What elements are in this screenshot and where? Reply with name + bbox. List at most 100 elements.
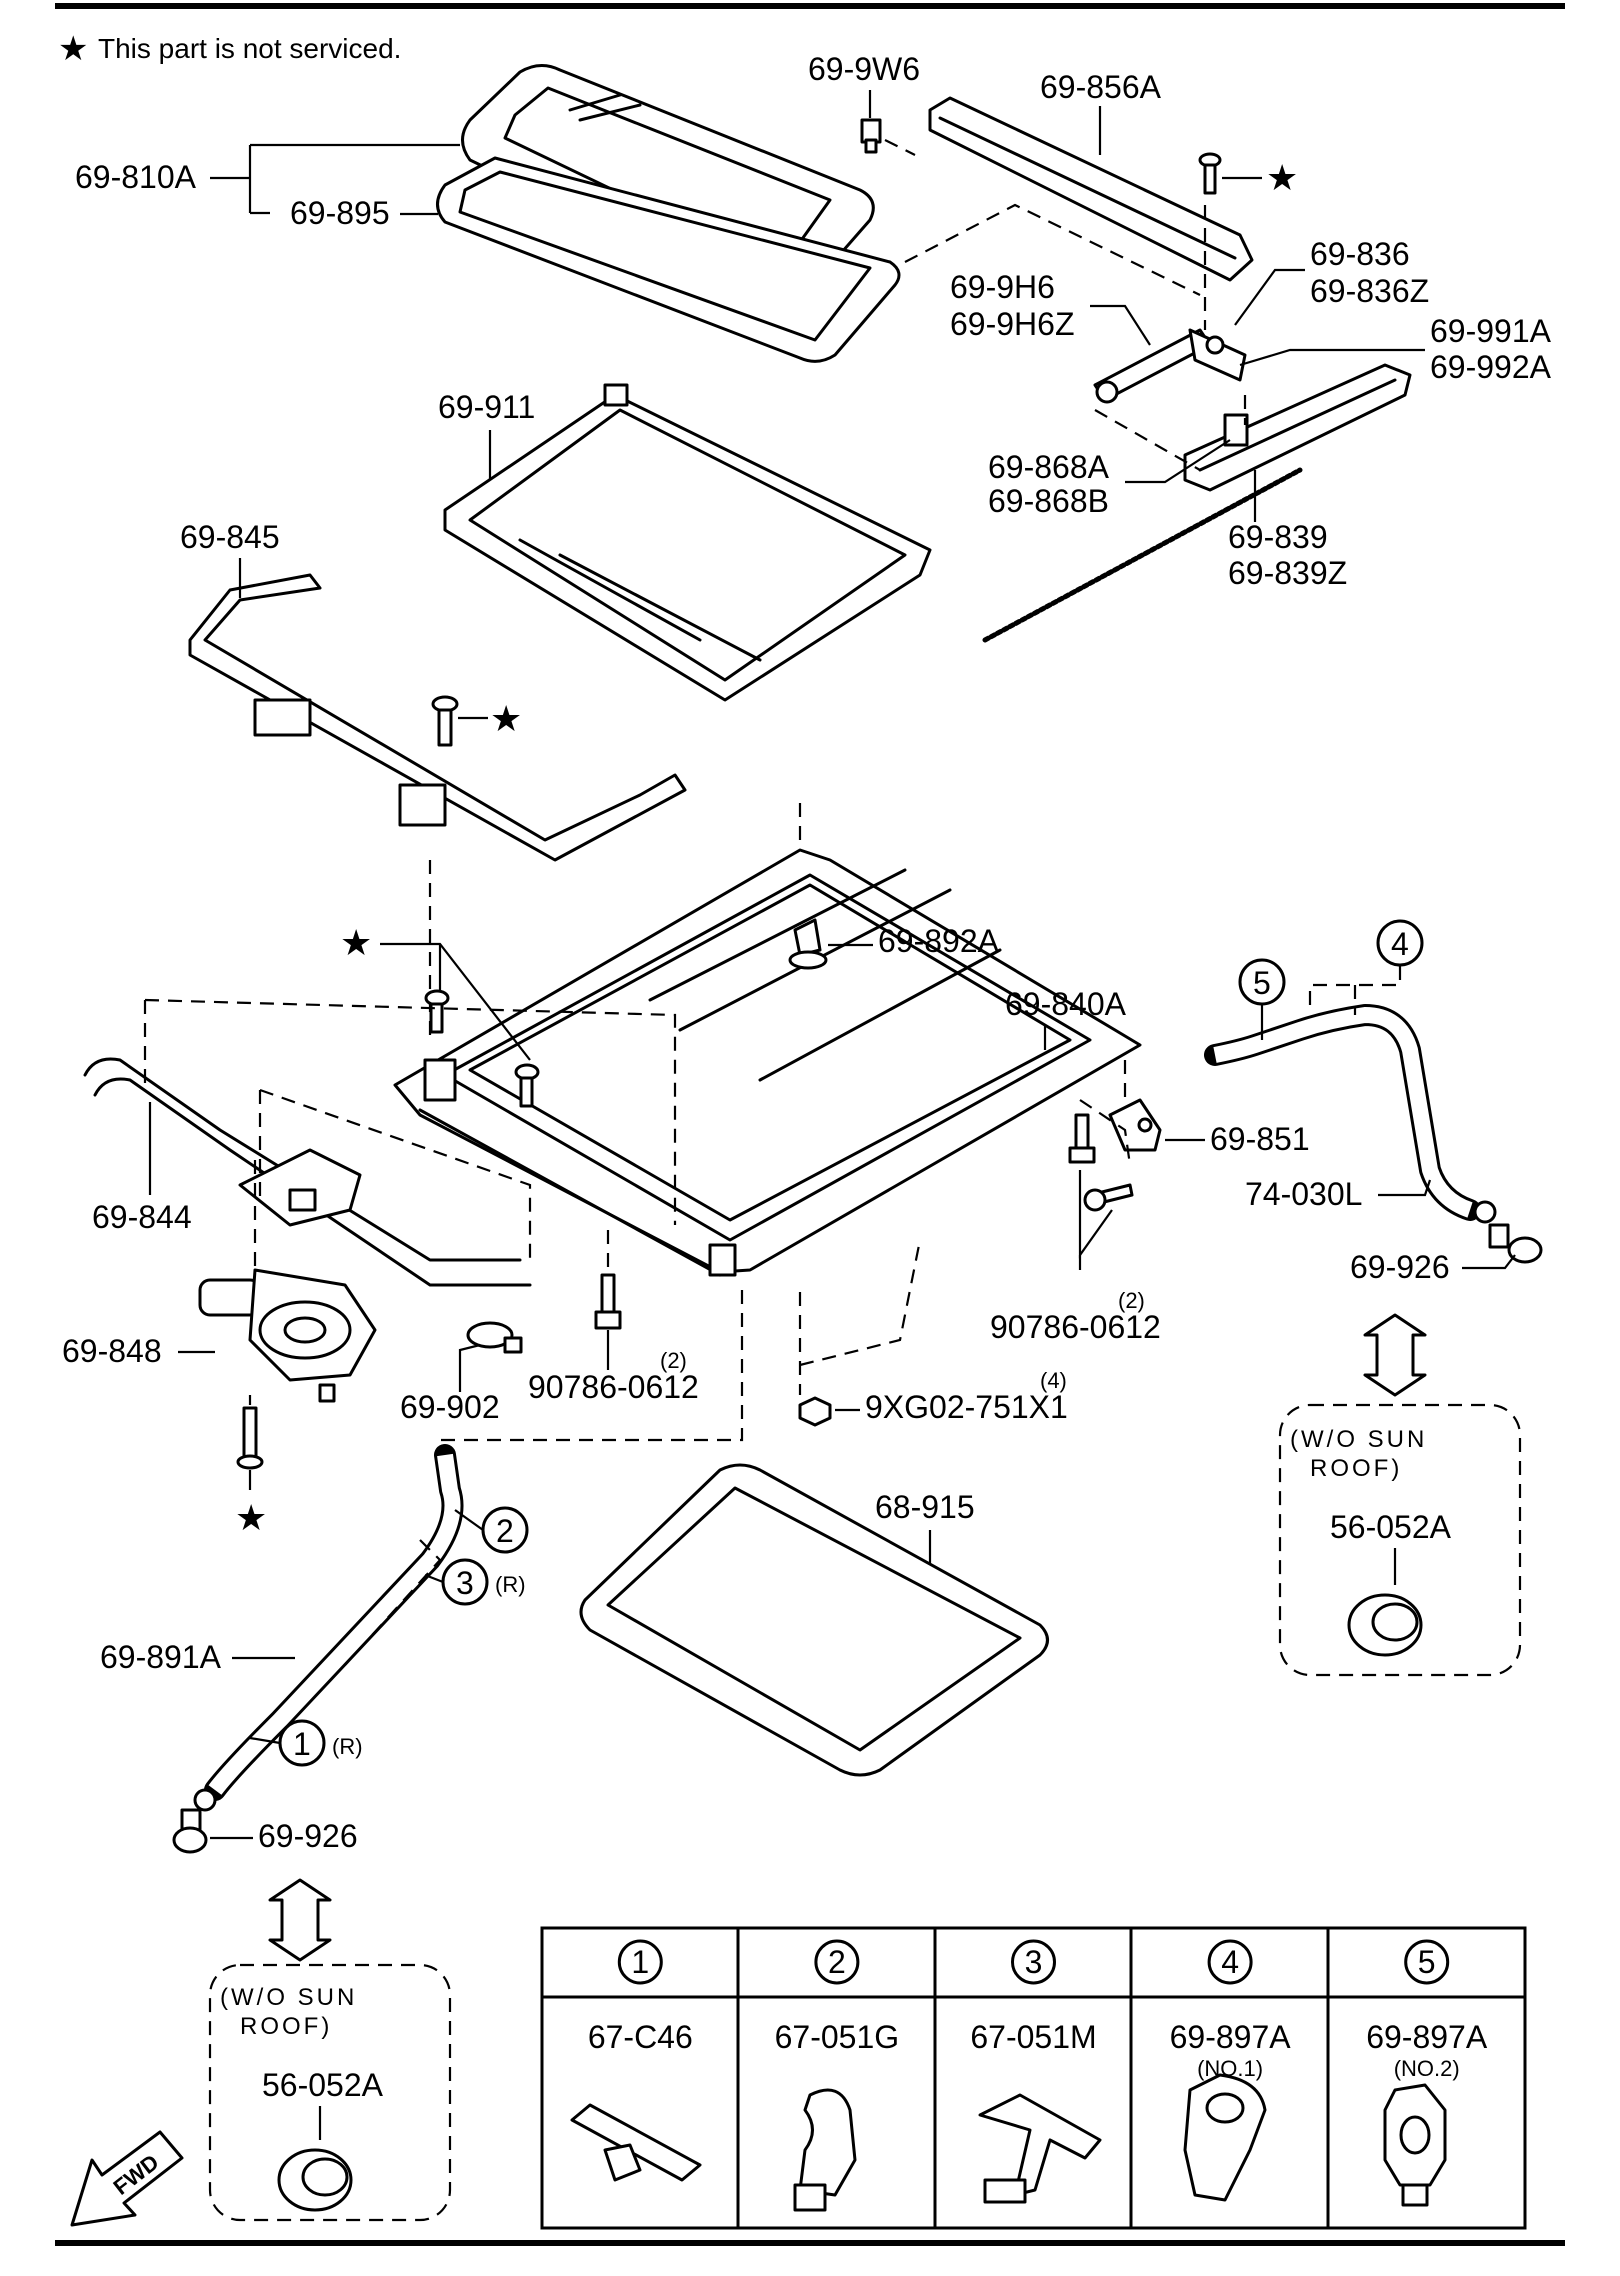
nut-9xg02 [798,1396,832,1427]
clip-69-897a-no1-icon [1183,2073,1267,2202]
table-part-number-3: 67-051M [970,2019,1096,2055]
label-69-844: 69-844 [92,1199,192,1235]
callout-2: 2 [496,1513,514,1549]
bolt-90786-right-2 [1083,1183,1134,1212]
wo-sunroof-right-line1: (W/O SUN [1290,1426,1427,1453]
table-callout-circle-4 [1207,1939,1253,1985]
label-69-839: 69-839 [1228,519,1328,555]
label-69-926-right: 69-926 [1350,1249,1450,1285]
wo-sunroof-right-line2: ROOF) [1310,1455,1402,1482]
star-motor: ★ [235,1497,267,1538]
label-69-892a: 69-892A [878,923,1000,959]
drive-cable [982,467,1303,643]
label-69-902: 69-902 [400,1389,500,1425]
label-69-845: 69-845 [180,519,280,555]
note-text: This part is not serviced. [98,33,401,64]
star-frame: ★ [340,922,372,963]
callout-5-circle [1238,958,1286,1006]
guide-rail-69-839 [1183,363,1412,492]
screw-motor [236,1406,264,1470]
bolt-69-9w6 [860,118,882,154]
clip-table [540,1926,1527,2230]
label-69-9h6: 69-9H6 [950,269,1055,305]
label-69-856a: 69-856A [1040,69,1162,105]
wo-sunroof-left-line2: ROOF) [240,2013,332,2040]
link-mechanism [1093,328,1247,404]
label-69-926-left: 69-926 [258,1818,358,1854]
screw-center [431,695,459,747]
label-69-891a: 69-891A [100,1639,222,1675]
clip-67-051g-icon [793,2088,857,2212]
clip-69-897a-no2-icon [1383,2083,1447,2207]
clip-table-cells: 167-C46267-051G367-051M469-897A(NO.1)569… [588,1939,1488,2081]
callout-3: 3 [456,1565,474,1601]
label-69-836: 69-836 [1310,236,1410,272]
note-star: ★ [58,30,88,68]
label-69-836z: 69-836Z [1310,273,1429,309]
sunshade-69-911 [443,383,932,702]
table-callout-circle-1 [617,1939,663,1985]
drain-hose-right [1204,1004,1543,1264]
label-90786-left-qty: (2) [660,1348,687,1373]
table-callout-number-4: 4 [1221,1944,1239,1980]
label-56-052a-right: 56-052A [1330,1509,1452,1545]
star-center: ★ [490,698,522,739]
bracket-69-851 [1108,1098,1162,1152]
arrow-right-up-down [1363,1313,1427,1397]
seal-68-915 [579,1463,1049,1777]
rail-cover-69-856a [928,96,1254,282]
label-69-848: 69-848 [62,1333,162,1369]
drive-cable-assembly-69-844 [83,1057,532,1287]
label-90786-left: 90786-0612 [528,1369,699,1405]
bolt-90786-right-1 [1068,1113,1096,1164]
table-callout-circle-5 [1404,1939,1450,1985]
table-part-number-1: 67-C46 [588,2019,693,2055]
label-68-915: 68-915 [875,1489,975,1525]
screw-frame-2 [514,1063,540,1108]
label-69-868a: 69-868A [988,449,1110,485]
drain-hose-left [172,1444,464,1854]
callout-3-r: (R) [495,1572,526,1597]
label-69-895: 69-895 [290,195,390,231]
label-69-851: 69-851 [1210,1121,1310,1157]
label-74-030l: 74-030L [1245,1176,1362,1212]
label-90786-right: 90786-0612 [990,1309,1161,1345]
table-callout-circle-3 [1011,1939,1056,1985]
callout-1-r: (R) [332,1734,363,1759]
clip-69-892a [788,918,828,970]
frame-69-840a [393,848,1142,1277]
wo-sunroof-box-left: (W/O SUN ROOF) 56-052A [208,1963,452,2222]
table-callout-number-1: 1 [631,1944,649,1980]
table-callout-number-3: 3 [1025,1944,1043,1980]
table-part-note-5: (NO.2) [1394,2056,1460,2081]
label-69-911: 69-911 [438,389,535,425]
fwd-arrow: FWD [70,2130,184,2227]
label-69-991a: 69-991A [1430,313,1552,349]
callout-5: 5 [1253,965,1271,1001]
callout-1: 1 [293,1726,311,1762]
label-90786-right-qty: (2) [1118,1288,1145,1313]
screw-frame-1 [424,989,450,1034]
label-69-868b: 69-868B [988,483,1109,519]
glass-seal [436,156,901,363]
bolt-90786-left [594,1273,622,1330]
wo-sunroof-left-line1: (W/O SUN [220,1984,357,2011]
clamp-69-902 [466,1321,523,1354]
table-part-number-4: 69-897A [1170,2019,1292,2055]
label-69-992a: 69-992A [1430,349,1552,385]
table-part-number-2: 67-051G [775,2019,900,2055]
label-9xg02: 9XG02-751X1 [865,1389,1068,1425]
callout-4: 4 [1391,926,1409,962]
label-69-840a: 69-840A [1005,986,1127,1022]
table-part-number-5: 69-897A [1366,2019,1488,2055]
label-69-9w6: 69-9W6 [808,51,920,87]
table-callout-number-5: 5 [1418,1944,1436,1980]
label-69-810a: 69-810A [75,159,197,195]
arrow-left-up-down [268,1878,332,1962]
wo-sunroof-box-right: (W/O SUN ROOF) 56-052A [1278,1403,1522,1677]
table-callout-number-2: 2 [828,1944,846,1980]
motor-69-848 [198,1268,377,1403]
clip-67-c46-icon [570,2103,702,2182]
label-56-052a-left: 56-052A [262,2067,384,2103]
